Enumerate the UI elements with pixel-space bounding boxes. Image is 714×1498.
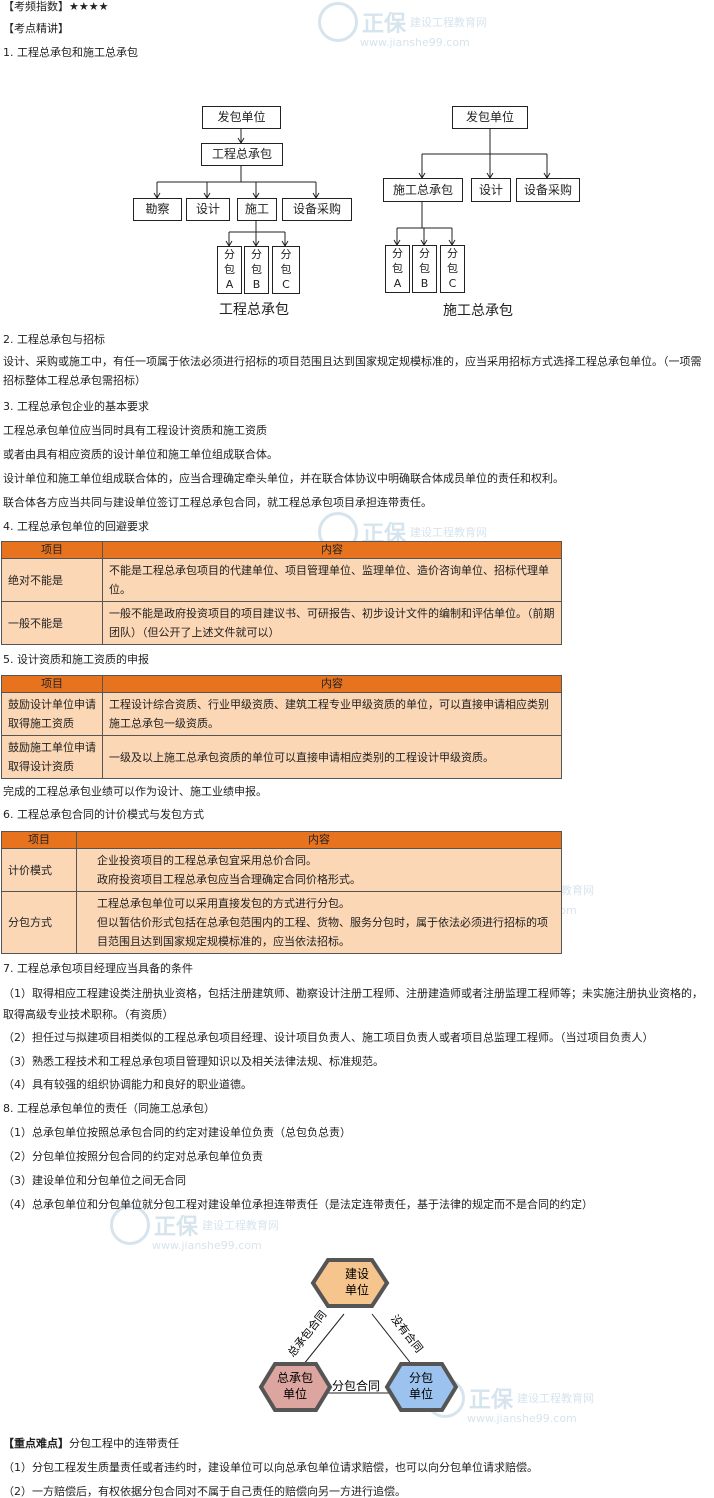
heading-3: 3. 工程总承包企业的基本要求 [3,400,149,413]
paragraph: 或者由具有相应资质的设计单位和施工单位组成联合体。 [3,448,278,461]
table-row: 鼓励施工单位申请取得设计资质 一级及以上施工总承包资质的单位可以直接申请相应类别… [1,735,562,779]
paragraph: 设计、采购或施工中，有任一项属于依法必须进行招标的项目范围且达到国家规定规模标准… [3,355,702,387]
paragraph: 联合体各方应当共同与建设单位签订工程总承包合同，就工程总承包项目承担连带责任。 [3,496,432,509]
org-diagrams [153,128,551,247]
row-value: 一级及以上施工总承包资质的单位可以直接申请相应类别的工程设计甲级资质。 [102,735,562,779]
list-item: （1）分包工程发生质量责任或者违约时，建设单位可以向总承包单位请求赔偿，也可以向… [3,1461,538,1474]
list-item: （2）担任过与拟建项目相类似的工程总承包项目经理、设计项目负责人、施工项目负责人… [3,1031,654,1044]
general-contractor-label: 单位 [283,1386,307,1401]
row-key: 鼓励施工单位申请取得设计资质 [1,735,103,779]
row-value: 工程设计综合资质、行业甲级资质、建筑工程专业甲级资质的单位，可以直接申请相应类别… [102,692,562,736]
child-box: 设备采购 [282,198,352,221]
key-title: 分包工程中的连带责任 [69,1437,179,1450]
avoidance-table: 项目 内容 绝对不能是 不能是工程总承包项目的代建单位、项目管理单位、监理单位、… [1,541,562,645]
employer-label: 建设 [345,1267,369,1281]
row-value-line: 工程总承包单位可以采用直接发包的方式进行分包。 [97,897,350,910]
table-row: 分包方式 工程总承包单位可以采用直接发包的方式进行分包。 但以暂估价形式包括在总… [1,891,562,954]
column-header: 内容 [76,831,562,849]
general-contractor-hexagon [258,1362,333,1412]
list-item: （3）熟悉工程技术和工程总承包项目管理知识以及相关法律法规、标准规范。 [3,1055,384,1068]
diagram-caption-right: 施工总承包 [443,303,513,319]
heading-4: 4. 工程总承包单位的回避要求 [3,520,149,533]
row-value-line: 企业投资项目的工程总承包宜采用总价合同。 [97,854,317,867]
child-box: 施工 [237,198,277,221]
row-key: 一般不能是 [1,601,103,645]
section-title: 【考点精讲】 [3,22,69,35]
row-value: 企业投资项目的工程总承包宜采用总价合同。 政府投资项目工程总承包应当合理确定合同… [76,848,562,892]
heading-6: 6. 工程总承包合同的计价模式与发包方式 [3,808,204,821]
employer-hexagon [310,1258,390,1308]
heading-5: 5. 设计资质和施工资质的申报 [3,653,149,666]
subcontractor-hexagon [384,1362,458,1412]
diagram-caption-left: 工程总承包 [219,302,289,318]
heading-2: 2. 工程总承包与招标 [3,333,105,346]
column-header: 内容 [102,541,562,559]
row-value-line: 但以暂估价形式包括在总承包范围内的工程、货物、服务分包时，属于依法必须进行招标的… [97,916,548,948]
watermark-logo-icon [110,1205,150,1245]
table-row: 计价模式 企业投资项目的工程总承包宜采用总价合同。 政府投资项目工程总承包应当合… [1,848,562,892]
table-header-row: 项目 内容 [1,541,562,559]
key-label: 【重点难点】 [3,1437,69,1450]
row-key: 鼓励设计单位申请取得施工资质 [1,692,103,736]
list-item: （4）具有较强的组织协调能力和良好的职业道德。 [3,1078,252,1091]
liability-diagram: 建设 单位 总承包 单位 分包 单位 总承包合同 没有合同 分包合同 [258,1258,458,1412]
row-key: 分包方式 [1,891,77,954]
row-value: 工程总承包单位可以采用直接发包的方式进行分包。 但以暂估价形式包括在总承包范围内… [76,891,562,954]
heading-7: 7. 工程总承包项目经理应当具备的条件 [3,962,193,975]
edge-label-bottom: 分包合同 [332,1378,380,1393]
table-header-row: 项目 内容 [1,675,562,693]
edge-label-right: 没有合同 [388,1312,426,1355]
paragraph: 完成的工程总承包业绩可以作为设计、施工业绩申报。 [3,785,267,798]
frequency-rating: 【考频指数】★★★★ [3,0,109,13]
pricing-table: 项目 内容 计价模式 企业投资项目的工程总承包宜采用总价合同。 政府投资项目工程… [1,831,562,954]
subcontractor-label: 单位 [409,1386,433,1401]
child-box: 设备采购 [516,178,580,202]
list-item: （1）总承包单位按照总承包合同的约定对建设单位负责（总包负总责） [3,1126,351,1139]
table-row: 鼓励设计单位申请取得施工资质 工程设计综合资质、行业甲级资质、建筑工程专业甲级资… [1,692,562,736]
table-header-row: 项目 内容 [1,831,562,849]
heading-8: 8. 工程总承包单位的责任（同施工总承包） [3,1102,215,1115]
watermark: 正保建设工程教育网 www.jianshe99.com [110,1205,279,1252]
row-value: 一般不能是政府投资项目的项目建议书、可研报告、初步设计文件的编制和评估单位。（前… [102,601,562,645]
list-item: （1）取得相应工程建设类注册执业资格，包括注册建筑师、勘察设计注册工程师、注册建… [3,987,703,1021]
subcontractor-label: 分包 [409,1371,433,1385]
paragraph: 工程总承包单位应当同时具有工程设计资质和施工资质 [3,424,267,437]
epc-box: 工程总承包 [201,143,283,166]
column-header: 项目 [1,541,103,559]
table-row: 绝对不能是 不能是工程总承包项目的代建单位、项目管理单位、监理单位、造价咨询单位… [1,558,562,602]
employer-box-right: 发包单位 [452,106,528,129]
list-item: （3）建设单位和分包单位之间无合同 [3,1174,186,1187]
paragraph: 设计单位和施工单位组成联合体的，应当合理确定牵头单位，并在联合体协议中明确联合体… [3,472,564,485]
column-header: 项目 [1,675,103,693]
child-box: 设计 [471,178,511,202]
employer-label: 单位 [345,1282,369,1297]
list-item: （2）分包单位按照分包合同的约定对总承包单位负责 [3,1150,263,1163]
edge-label-left: 总承包合同 [284,1308,329,1360]
key-points-heading: 【重点难点】分包工程中的连带责任 [3,1437,179,1450]
table-row: 一般不能是 一般不能是政府投资项目的项目建议书、可研报告、初步设计文件的编制和评… [1,601,562,645]
row-value-line: 政府投资项目工程总承包应当合理确定合同价格形式。 [97,873,361,886]
qualification-table: 项目 内容 鼓励设计单位申请取得施工资质 工程设计综合资质、行业甲级资质、建筑工… [1,675,562,779]
child-box: 勘察 [133,198,182,221]
row-value: 不能是工程总承包项目的代建单位、项目管理单位、监理单位、造价咨询单位、招标代理单… [102,558,562,602]
column-header: 项目 [1,831,77,849]
list-item: （2）一方赔偿后，有权依据分包合同对不属于自己责任的赔偿向另一方进行追偿。 [3,1485,406,1498]
heading-1: 1. 工程总承包和施工总承包 [3,46,138,59]
child-box: 施工总承包 [383,178,463,202]
row-key: 计价模式 [1,848,77,892]
list-item: （4）总承包单位和分包单位就分包工程对建设单位承担连带责任（是法定连带责任，基于… [3,1198,593,1211]
child-box: 设计 [186,198,230,221]
general-contractor-label: 总承包 [277,1371,313,1385]
row-key: 绝对不能是 [1,558,103,602]
employer-box-left: 发包单位 [202,106,281,129]
column-header: 内容 [102,675,562,693]
